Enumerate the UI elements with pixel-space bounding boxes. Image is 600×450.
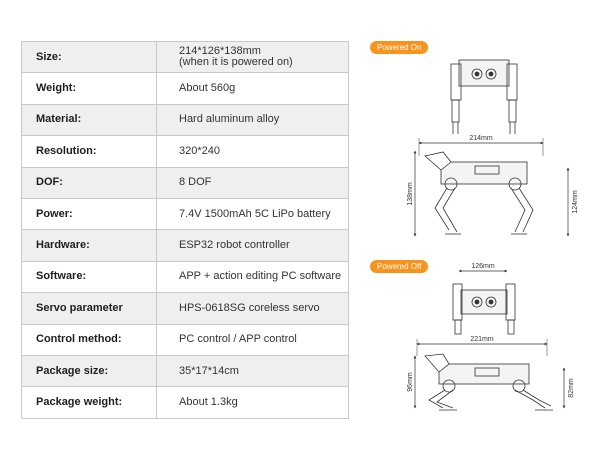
spec-value: ESP32 robot controller [156, 229, 349, 262]
dimension-diagrams: 214mm 138mm 124mm 126mm 221mm [407, 59, 579, 411]
dim-top-off: 126mm [458, 263, 508, 273]
robot-front-view-on-icon [450, 59, 518, 134]
spec-row-servo: Servo parameter HPS-0618SG coreless serv… [21, 292, 349, 325]
spec-value: 35*17*14cm [156, 354, 349, 388]
spec-row-resolution: Resolution: 320*240 [21, 135, 349, 168]
powered-off-badge: Powered Off [370, 260, 429, 273]
spec-label: Size: [21, 40, 157, 74]
spec-value: PC control / APP control [156, 323, 349, 356]
spec-label: Software: [21, 260, 157, 294]
spec-row-dof: DOF: 8 DOF [21, 166, 349, 199]
spec-row-power: Power: 7.4V 1500mAh 5C LiPo battery [21, 197, 349, 231]
dim-height-on-label: 138mm [407, 182, 414, 206]
dim-height-off: 96mm [407, 355, 417, 409]
spec-value: Hard aluminum alloy [156, 103, 349, 137]
dim-width-off-label: 221mm [470, 336, 494, 343]
spec-label: Package weight: [21, 386, 157, 419]
robot-side-view-on-icon [424, 151, 534, 235]
spec-row-hardware: Hardware: ESP32 robot controller [21, 229, 349, 262]
spec-row-control: Control method: PC control / APP control [21, 323, 349, 356]
dim-side-off-label: 82mm [568, 378, 575, 398]
dim-side-on-label: 124mm [572, 190, 579, 214]
spec-label: Material: [21, 103, 157, 137]
dim-side-on: 124mm [566, 167, 579, 237]
spec-value: 7.4V 1500mAh 5C LiPo battery [156, 197, 349, 231]
spec-row-size: Size: 214*126*138mm (when it is powered … [21, 40, 349, 74]
spec-label: DOF: [21, 166, 157, 199]
spec-row-material: Material: Hard aluminum alloy [21, 103, 349, 137]
powered-on-badge: Powered On [370, 41, 429, 54]
spec-label: Control method: [21, 323, 157, 356]
spec-value: HPS-0618SG coreless servo [156, 292, 349, 325]
spec-value-line1: 214*126*138mm [179, 45, 261, 58]
spec-label: Power: [21, 197, 157, 231]
spec-label: Resolution: [21, 135, 157, 168]
spec-value: 214*126*138mm (when it is powered on) [156, 40, 349, 74]
spec-value: 8 DOF [156, 166, 349, 199]
dim-height-off-label: 96mm [407, 372, 414, 392]
spec-row-software: Software: APP + action editing PC softwa… [21, 260, 349, 294]
robot-front-view-off-icon [452, 283, 516, 335]
spec-value: About 1.3kg [156, 386, 349, 419]
dim-width-on-label: 214mm [469, 135, 493, 142]
dim-width-off: 221mm [416, 336, 548, 356]
spec-row-package-size: Package size: 35*17*14cm [21, 354, 349, 388]
spec-table: Size: 214*126*138mm (when it is powered … [21, 40, 349, 419]
spec-value: About 560g [156, 72, 349, 105]
spec-row-weight: Weight: About 560g [21, 72, 349, 105]
spec-label: Servo parameter [21, 292, 157, 325]
spec-label: Package size: [21, 354, 157, 388]
spec-value: 320*240 [156, 135, 349, 168]
dim-side-off: 82mm [562, 367, 575, 409]
spec-value-line2: (when it is powered on) [179, 56, 293, 69]
dim-height-on: 138mm [407, 150, 417, 237]
spec-label: Hardware: [21, 229, 157, 262]
robot-side-view-off-icon [424, 353, 553, 411]
spec-row-package-weight: Package weight: About 1.3kg [21, 386, 349, 419]
dim-width-on: 214mm [418, 135, 544, 156]
dim-top-off-label: 126mm [471, 263, 495, 270]
spec-value: APP + action editing PC software [156, 260, 349, 294]
spec-label: Weight: [21, 72, 157, 105]
